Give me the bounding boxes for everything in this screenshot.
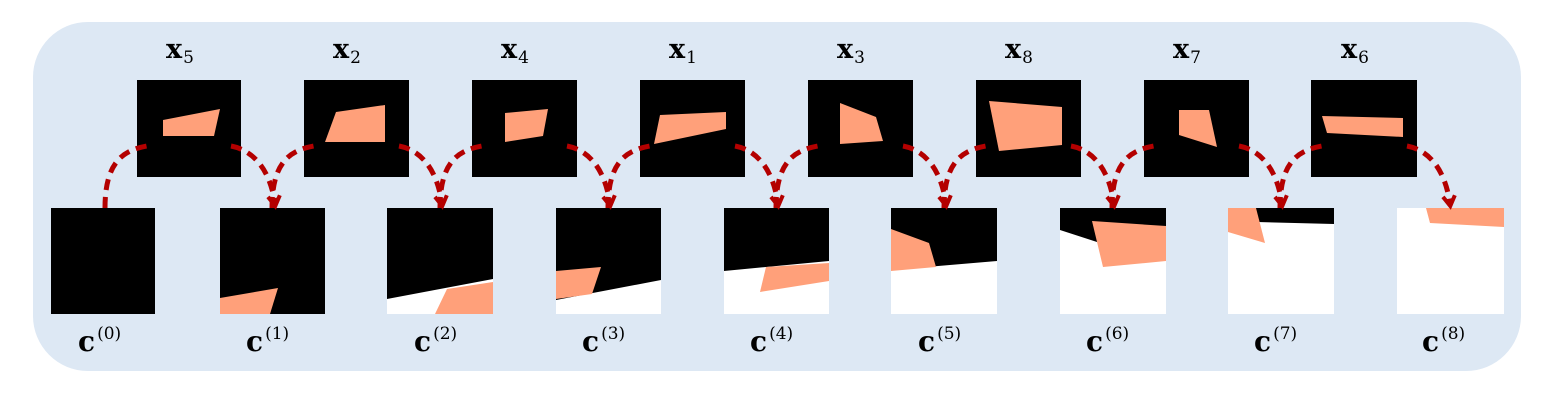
- canvas-c8: [1397, 208, 1504, 314]
- arrow-c2-to-c3: [437, 143, 610, 208]
- label-x6: x6: [1341, 34, 1369, 68]
- label-c1: c(1): [246, 324, 290, 358]
- arrow-c5-to-c6: [941, 143, 1114, 208]
- label-c8: c(8): [1422, 324, 1466, 358]
- label-x8: x8: [1005, 34, 1033, 68]
- label-x2: x2: [333, 34, 361, 68]
- input-patch-x5: [137, 80, 241, 177]
- input-patch-x3: [808, 80, 913, 177]
- label-c3: c(3): [582, 324, 626, 358]
- canvas-c0: [51, 208, 155, 314]
- label-c2: c(2): [414, 324, 458, 358]
- label-c7: c(7): [1254, 324, 1298, 358]
- canvas-c3: [556, 208, 661, 314]
- input-patch-x2: [304, 80, 409, 177]
- label-x4: x4: [501, 34, 529, 68]
- input-patch-x7: [1144, 80, 1249, 177]
- label-x7: x7: [1173, 34, 1201, 68]
- label-x3: x3: [837, 34, 865, 68]
- label-c4: c(4): [750, 324, 794, 358]
- label-x5: x5: [166, 34, 194, 68]
- canvas-c7: [1228, 208, 1334, 314]
- canvas-c4: [724, 208, 829, 314]
- canvas-c5: [891, 208, 997, 314]
- canvas-c2: [387, 208, 493, 314]
- arrow-c0-to-c1: [102, 143, 275, 208]
- arrow-c1-to-c2: [269, 143, 442, 208]
- arrow-c3-to-c4: [605, 143, 778, 208]
- input-patch-x6: [1311, 80, 1417, 177]
- arrow-c6-to-c7: [1109, 143, 1282, 208]
- label-c6: c(6): [1086, 324, 1130, 358]
- label-c0: c(0): [78, 324, 122, 358]
- input-patch-x4: [472, 80, 577, 177]
- label-x1: x1: [669, 34, 697, 68]
- arrow-c4-to-c5: [773, 143, 946, 208]
- input-patch-x1: [640, 80, 745, 177]
- canvas-c1: [220, 208, 325, 314]
- label-c5: c(5): [918, 324, 962, 358]
- canvas-c6: [1060, 208, 1166, 314]
- input-patch-x8: [976, 80, 1081, 177]
- flow-arrows: [102, 143, 1450, 208]
- arrow-c7-to-c8: [1277, 143, 1450, 208]
